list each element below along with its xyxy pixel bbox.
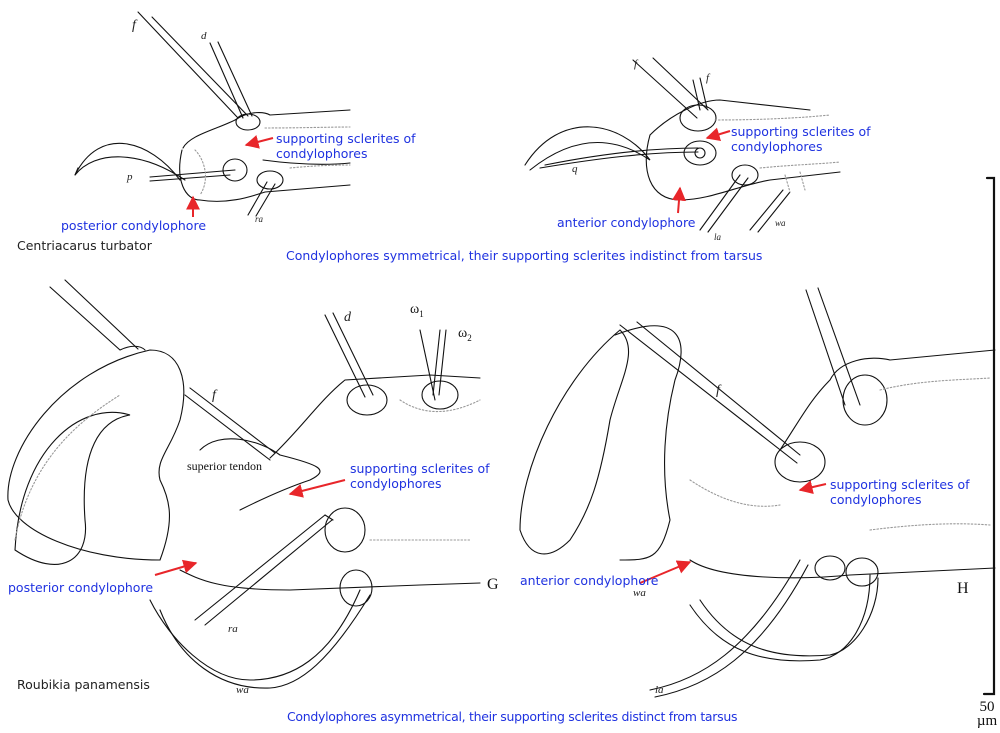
arrow-top-left-sclerites (244, 135, 274, 149)
drawing-panel-g (7, 279, 481, 689)
panel-letter-g: G (487, 576, 499, 593)
seta-label-omega2: ω2 (458, 326, 472, 343)
drawing-top-right (524, 57, 841, 233)
seta-label-omega1: ω1 (410, 302, 424, 319)
annotation-anterior-condylophore: anterior condylophore (557, 215, 696, 230)
annotation-supporting-sclerites: supporting sclerites of condylophores (830, 477, 970, 507)
seta-label-wa: wa (633, 587, 646, 599)
annotation-arrows (154, 127, 827, 584)
seta-label-f: f (132, 18, 136, 33)
arrow-h-condylophore (639, 560, 692, 584)
seta-label-ra: ra (228, 623, 238, 635)
seta-label-f: f (212, 388, 216, 403)
arrow-top-right-sclerites (705, 127, 731, 142)
annotation-supporting-sclerites: supporting sclerites of condylophores (276, 131, 416, 161)
annotation-anterior-condylophore: anterior condylophore (520, 573, 659, 588)
drawing-panel-h (519, 287, 996, 698)
structure-label-superior-tendon: superior tendon (187, 459, 262, 473)
seta-label-wa: wa (775, 218, 786, 228)
scale-bar (982, 176, 996, 696)
annotation-supporting-sclerites: supporting sclerites of condylophores (731, 124, 871, 154)
arrow-g-condylophore (154, 559, 198, 576)
annotation-supporting-sclerites: supporting sclerites of condylophores (350, 461, 490, 491)
seta-label-p: p (127, 171, 133, 183)
seta-label-f: f (634, 58, 638, 70)
seta-label-d: d (201, 30, 207, 42)
annotation-posterior-condylophore: posterior condylophore (61, 218, 207, 233)
species-name-top: Centriacarus turbator (17, 238, 152, 253)
scale-bar-label: 50 µm (976, 699, 998, 729)
seta-label-d: d (344, 310, 351, 325)
seta-label-la: la (714, 232, 722, 242)
seta-label-ra: ra (255, 214, 264, 224)
arrow-top-right-condylophore (672, 186, 686, 214)
seta-label-f: f (706, 72, 710, 84)
arrow-g-sclerites (288, 479, 346, 498)
seta-label-wa: wa (236, 684, 249, 696)
drawing-top-left (74, 11, 351, 217)
seta-label-f: f (716, 383, 720, 398)
caption-bottom: Condylophores asymmetrical, their suppor… (287, 709, 738, 724)
annotation-posterior-condylophore: posterior condylophore (8, 580, 154, 595)
species-name-bottom: Roubikia panamensis (17, 677, 150, 692)
seta-label-la: la (655, 684, 664, 696)
arrow-h-sclerites (798, 480, 827, 494)
seta-label-q: q (572, 163, 578, 175)
caption-top: Condylophores symmetrical, their support… (286, 248, 763, 263)
panel-letter-h: H (957, 580, 969, 597)
